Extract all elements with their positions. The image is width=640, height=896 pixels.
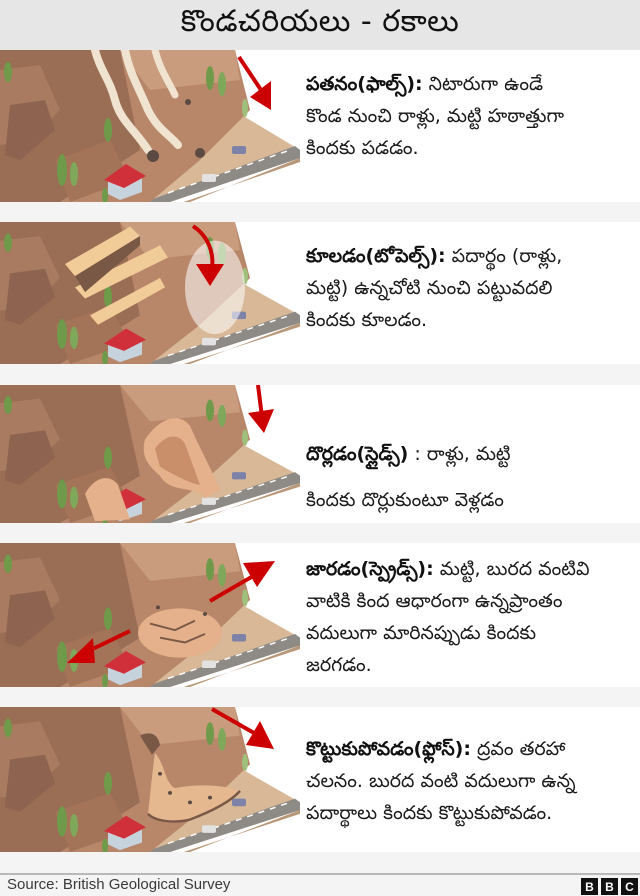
topple-term: కూలడం(టోపెల్స్): xyxy=(306,245,446,267)
separator xyxy=(0,523,640,543)
fall-illustration xyxy=(0,50,310,202)
bbc-logo-letter: C xyxy=(621,878,638,895)
separator xyxy=(0,687,640,707)
spread-term: జారడం(స్ప్రెడ్స్): xyxy=(306,558,434,580)
down-right-arrow-icon xyxy=(211,707,274,749)
page-title: కొండచరియలు - రకాలు xyxy=(180,4,460,39)
panel-fall: పతనం(ఫాల్స్): నిటారుగా ఉండే కొండ నుంచి ర… xyxy=(0,50,640,202)
slide-description: దొర్లడం(స్లైడ్స్) : రాళ్లు, మట్టి కిందకు… xyxy=(306,443,511,511)
spread-description: జారడం(స్ప్రెడ్స్): మట్టి, బురద వంటివి వా… xyxy=(306,558,590,676)
fall-term: పతనం(ఫాల్స్): xyxy=(306,73,423,95)
separator xyxy=(0,202,640,222)
curved-down-arrow-icon xyxy=(191,224,224,286)
flow-description: కొట్టుకుపోవడం(ఫ్లోస్): ద్రవం తరహా చలనం. … xyxy=(306,738,576,824)
down-arrow-icon xyxy=(248,385,274,433)
spread-illustration xyxy=(0,543,310,687)
footer-divider xyxy=(0,873,640,875)
panel-topple: కూలడం(టోపెల్స్): పదార్థం (రాళ్లు, మట్టి)… xyxy=(0,222,640,364)
separator xyxy=(0,364,640,385)
down-right-arrow-icon xyxy=(237,55,271,110)
two-way-diagonal-arrows-icon xyxy=(67,561,275,663)
panel-flow: కొట్టుకుపోవడం(ఫ్లోస్): ద్రవం తరహా చలనం. … xyxy=(0,707,640,852)
slide-illustration xyxy=(0,385,310,523)
title-bar: కొండచరియలు - రకాలు xyxy=(0,0,640,50)
fall-description: పతనం(ఫాల్స్): నిటారుగా ఉండే కొండ నుంచి ర… xyxy=(306,73,564,159)
topple-description: కూలడం(టోపెల్స్): పదార్థం (రాళ్లు, మట్టి)… xyxy=(306,245,563,331)
footer: Source: British Geological Survey B B C xyxy=(0,875,640,896)
slide-term: దొర్లడం(స్లైడ్స్) xyxy=(306,443,409,465)
source-credit: Source: British Geological Survey xyxy=(7,876,231,893)
bbc-logo-letter: B xyxy=(581,878,598,895)
flow-illustration xyxy=(0,707,310,852)
panel-slide: దొర్లడం(స్లైడ్స్) : రాళ్లు, మట్టి కిందకు… xyxy=(0,385,640,523)
panel-spread: జారడం(స్ప్రెడ్స్): మట్టి, బురద వంటివి వా… xyxy=(0,543,640,687)
footer-band xyxy=(0,852,640,874)
bbc-logo: B B C xyxy=(581,878,638,895)
bbc-logo-letter: B xyxy=(601,878,618,895)
topple-illustration xyxy=(0,222,310,364)
flow-term: కొట్టుకుపోవడం(ఫ్లోస్): xyxy=(306,738,471,760)
